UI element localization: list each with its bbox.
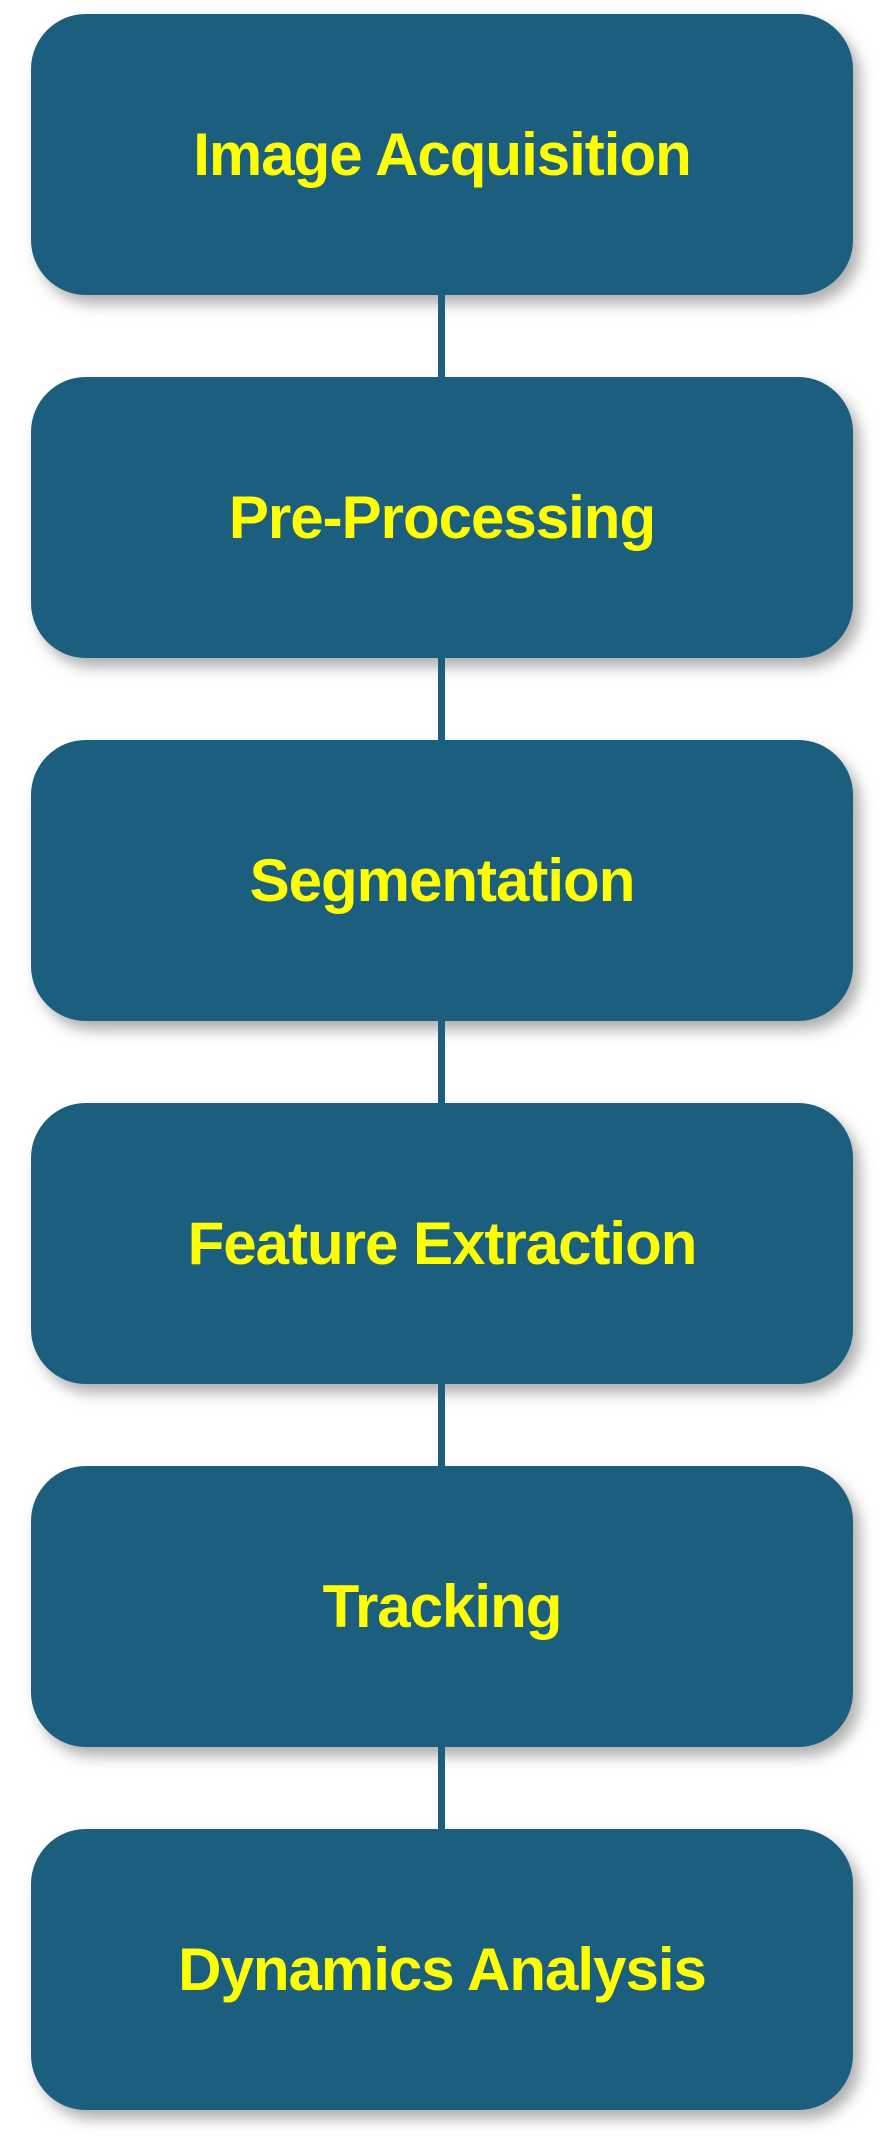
node-label: Tracking: [322, 1572, 563, 1640]
node-dynamics-analysis: Dynamics Analysis: [31, 1829, 853, 2110]
node-label: Pre-Processing: [228, 483, 656, 551]
node-label: Segmentation: [249, 846, 636, 914]
node-label: Dynamics Analysis: [178, 1935, 707, 2003]
connector-line: [438, 1747, 445, 1829]
node-label: Feature Extraction: [187, 1209, 698, 1277]
node-pre-processing: Pre-Processing: [31, 377, 853, 658]
connector-line: [438, 658, 445, 740]
node-image-acquisition: Image Acquisition: [31, 14, 853, 295]
node-tracking: Tracking: [31, 1466, 853, 1747]
connector-line: [438, 1384, 445, 1466]
connector-line: [438, 295, 445, 377]
node-segmentation: Segmentation: [31, 740, 853, 1021]
node-label: Image Acquisition: [193, 120, 692, 188]
node-feature-extraction: Feature Extraction: [31, 1103, 853, 1384]
connector-line: [438, 1021, 445, 1103]
